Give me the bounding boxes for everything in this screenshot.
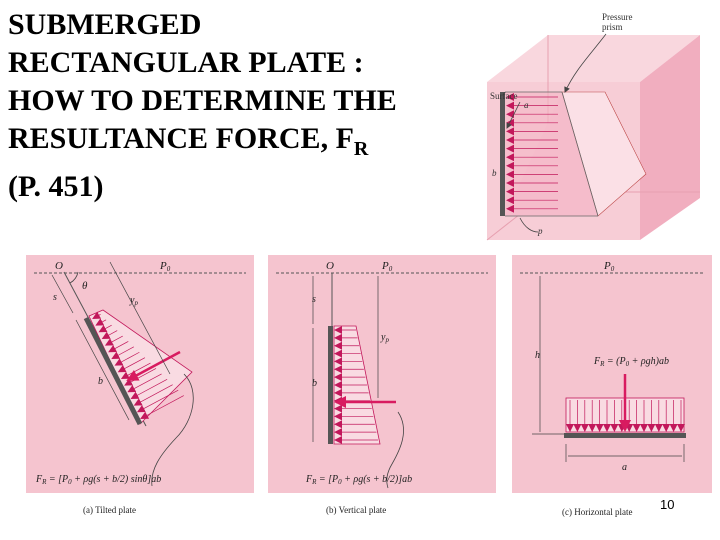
horizontal-plate: [564, 433, 686, 438]
tilted-pressure-arrow: [98, 324, 112, 333]
tilted-caption: (a) Tilted plate: [83, 505, 136, 515]
tilted-pressure-arrow: [95, 318, 107, 326]
prism-wedge-side: [505, 92, 598, 216]
tilted-pressure-arrow: [114, 351, 140, 366]
tilted-label-s: s: [53, 292, 57, 303]
prism-block-side: [640, 35, 700, 240]
vertical-pressure-arrows: [334, 326, 378, 444]
tilted-pressure-arrow: [130, 379, 168, 399]
horizontal-pressure-arrows: [566, 400, 685, 432]
prism-pressure-arrows: [506, 93, 558, 213]
vertical-caption: (b) Vertical plate: [326, 505, 386, 515]
tilted-formula: FR = [P0 + ρg(s + b/2) sinθ]ab: [35, 474, 161, 486]
tilted-pressure-arrow: [140, 395, 184, 419]
horizontal-formula: FR = (P0 + ρgh)ab: [593, 356, 669, 368]
title-line-5: (P. 451): [8, 170, 104, 203]
prism-label-p: p: [537, 226, 543, 236]
title-line-3: HOW TO DETERMINE THE: [8, 84, 397, 117]
horizontal-caption: (c) Horizontal plate: [562, 507, 632, 517]
tilted-label-b: b: [98, 376, 103, 387]
tilted-pressure-arrow: [117, 357, 146, 373]
tilted-resultant-arrow: [126, 350, 181, 382]
tilted-pressure-arrow: [104, 335, 123, 346]
vertical-label-P0: P0: [381, 260, 393, 273]
title-line-4: RESULTANCE FORCE, FR: [8, 120, 488, 168]
vertical-formula: FR = [P0 + ρg(s + b/2)]ab: [305, 474, 412, 486]
panel-vertical-plate: O P0 s b yp FR = [P0 + ρg(s + b/2)]ab: [268, 255, 496, 493]
tilted-pressure-arrow: [92, 311, 102, 319]
pressure-prism-figure: Pressure prism Surface a b p: [486, 12, 700, 241]
tilted-pressure-arrow: [133, 384, 173, 406]
tilted-label-O: O: [55, 260, 63, 272]
tilted-pressure-arrow: [101, 330, 118, 339]
tilted-pressure-arrow: [108, 341, 129, 353]
tilted-pressure-arrow: [127, 373, 162, 393]
tilted-pressure-arrow: [136, 389, 179, 413]
tilted-plate: [83, 316, 143, 426]
title-line-4-text: RESULTANCE FORCE, F: [8, 122, 354, 155]
tilted-pressure-arrow: [111, 346, 135, 359]
prism-label-prism: prism: [602, 22, 623, 32]
slide-title: SUBMERGED RECTANGULAR PLATE : HOW TO DET…: [8, 6, 488, 206]
page-number: 10: [660, 497, 675, 512]
prism-label-b: b: [492, 168, 497, 178]
horizontal-label-h: h: [535, 350, 540, 361]
horizontal-label-a: a: [622, 462, 627, 473]
panel-horizontal-background: [512, 255, 712, 493]
panel-horizontal-plate: P0 h FR = (P0 + ρgh)ab a: [512, 255, 712, 493]
horizontal-label-P0: P0: [603, 260, 615, 273]
vertical-label-yp: yp: [380, 332, 389, 344]
title-line-1: SUBMERGED: [8, 8, 202, 41]
tilted-pressure-arrow: [124, 368, 157, 386]
title-line-4-subscript: R: [353, 138, 369, 160]
prism-block-top: [487, 35, 700, 82]
title-line-2: RECTANGULAR PLATE :: [8, 46, 364, 79]
vertical-label-b: b: [312, 378, 317, 389]
vertical-label-s: s: [312, 294, 316, 305]
prism-plate: [500, 92, 505, 216]
vertical-label-O: O: [326, 260, 334, 272]
panel-tilted-plate: O P0 θ s b yp FR = [P0 + ρg(s + b/2) sin…: [26, 255, 254, 493]
tilted-label-theta: θ: [82, 280, 88, 292]
tilted-label-P0: P0: [159, 260, 171, 273]
tilted-pressure-arrows: [92, 311, 184, 419]
panel-vertical-background: [268, 255, 496, 493]
tilted-label-yp: yp: [129, 295, 138, 307]
prism-label-surface: Surface: [490, 91, 517, 101]
prism-label-a: a: [524, 100, 529, 110]
prism-label-pressure: Pressure: [602, 12, 633, 22]
vertical-plate: [328, 326, 333, 444]
